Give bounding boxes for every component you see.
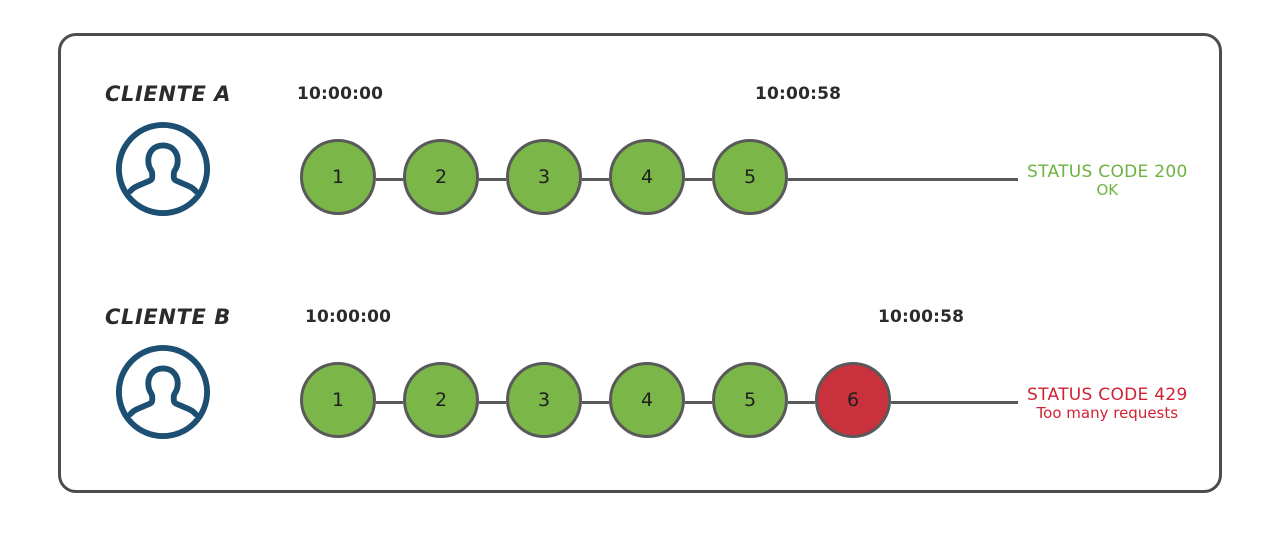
client-a-label: CLIENTE A: [105, 82, 232, 106]
request-node[interactable]: 4: [609, 139, 685, 215]
client-row-a: CLIENTE A 10:00:00 10:00:58 1 2 3 4: [0, 70, 1280, 270]
request-node[interactable]: 2: [403, 139, 479, 215]
request-node[interactable]: 1: [300, 139, 376, 215]
request-node[interactable]: 4: [609, 362, 685, 438]
connector: [376, 178, 403, 181]
request-node[interactable]: 5: [712, 362, 788, 438]
status-connector-b: [891, 401, 1018, 404]
connector: [479, 401, 506, 404]
status-badge-b: STATUS CODE 429 Too many requests: [1027, 385, 1188, 423]
request-node[interactable]: 2: [403, 362, 479, 438]
connector: [479, 178, 506, 181]
connector: [582, 178, 609, 181]
status-badge-a: STATUS CODE 200 OK: [1027, 162, 1188, 200]
connector: [376, 401, 403, 404]
timestamp-b-start: 10:00:00: [305, 307, 392, 327]
request-node[interactable]: 3: [506, 139, 582, 215]
timestamp-b-end: 10:00:58: [878, 307, 965, 327]
connector: [685, 178, 712, 181]
status-code-b: STATUS CODE 429: [1027, 385, 1188, 405]
status-connector-a: [788, 178, 1018, 181]
client-b-label: CLIENTE B: [105, 305, 231, 329]
user-avatar-icon: [114, 120, 212, 218]
status-text-a: OK: [1096, 181, 1119, 200]
request-node[interactable]: 3: [506, 362, 582, 438]
request-node[interactable]: 5: [712, 139, 788, 215]
connector: [582, 401, 609, 404]
connector: [685, 401, 712, 404]
status-text-b: Too many requests: [1036, 404, 1179, 423]
status-code-a: STATUS CODE 200: [1027, 162, 1188, 182]
request-node-blocked[interactable]: 6: [815, 362, 891, 438]
user-avatar-icon: [114, 343, 212, 441]
client-row-b: CLIENTE B 10:00:00 10:00:58 1 2 3 4: [0, 293, 1280, 493]
timestamp-a-start: 10:00:00: [297, 84, 384, 104]
request-node[interactable]: 1: [300, 362, 376, 438]
connector: [788, 401, 815, 404]
timestamp-a-end: 10:00:58: [755, 84, 842, 104]
